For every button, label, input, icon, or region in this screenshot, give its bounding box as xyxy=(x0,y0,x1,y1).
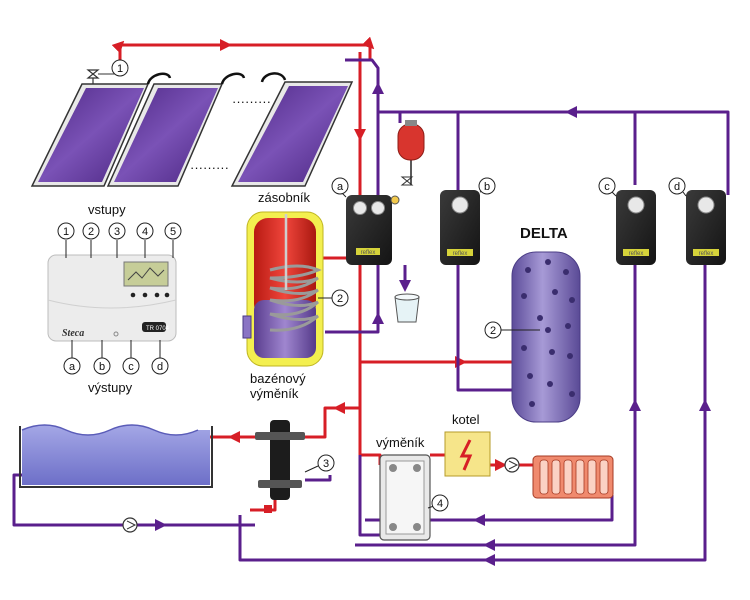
station-brand: reflex xyxy=(361,250,376,256)
controller: Steca TR 0704 1 2 3 4 5 vstupy xyxy=(47,202,182,395)
pool-sensor-marker: 3 xyxy=(323,458,329,470)
delta-label: DELTA xyxy=(520,225,568,242)
collector-marker: 1 xyxy=(111,59,129,77)
controller-button[interactable] xyxy=(164,292,170,298)
controller-button[interactable] xyxy=(154,292,160,298)
pool-exchanger-label-2: výměník xyxy=(250,386,299,401)
input-marker: 4 xyxy=(142,226,148,238)
controller-button[interactable] xyxy=(130,292,136,298)
output-marker: d xyxy=(157,361,163,373)
station-brand: reflex xyxy=(629,251,644,257)
delta-sensor-marker: 2 xyxy=(490,325,496,337)
solar-collector-array: ········· ········· xyxy=(30,69,354,187)
station-brand: reflex xyxy=(453,251,468,257)
controller-outputs: a b c d xyxy=(63,340,169,375)
collector-gap-dots: ········· xyxy=(190,160,229,175)
storage-label: zásobník xyxy=(258,190,311,205)
safety-valve-icon xyxy=(400,176,414,186)
exchanger-sensor-marker: 4 xyxy=(437,498,443,510)
inputs-label: vstupy xyxy=(88,202,126,217)
input-marker: 3 xyxy=(114,226,120,238)
storage-tank: zásobník 2 bazénový výměník xyxy=(242,190,349,401)
plate-exchanger: výměník 4 xyxy=(376,435,449,541)
pump-station-a: reflex a xyxy=(331,177,400,265)
pool-exchanger-label-1: bazénový xyxy=(250,371,306,386)
pump-station-d: reflex d xyxy=(668,177,726,265)
input-marker: 2 xyxy=(88,226,94,238)
expansion-vessel xyxy=(397,120,425,186)
solar-collector xyxy=(30,83,150,187)
collector-gap-dots: ········· xyxy=(232,94,271,109)
solar-collector xyxy=(106,83,224,187)
output-marker: a xyxy=(69,361,76,373)
input-marker: 1 xyxy=(63,226,69,238)
station-b-marker: b xyxy=(484,181,490,193)
station-brand: reflex xyxy=(699,251,714,257)
lightning-icon xyxy=(459,439,473,471)
pump-station-b: reflex b xyxy=(440,177,496,265)
output-marker: b xyxy=(99,361,105,373)
solar-collector xyxy=(230,81,354,187)
station-d-marker: d xyxy=(674,181,680,193)
outputs-label: výstupy xyxy=(88,380,133,395)
svg-text:1: 1 xyxy=(117,63,123,75)
vent-valve-icon xyxy=(86,69,100,79)
delta-tank: DELTA 2 xyxy=(484,225,581,423)
pool-pump-icon xyxy=(122,517,138,533)
output-marker: c xyxy=(128,361,134,373)
controller-display xyxy=(123,261,169,287)
swimming-pool xyxy=(19,424,213,488)
boiler: kotel xyxy=(444,412,491,477)
controller-model: TR 0704 xyxy=(146,326,170,332)
input-marker: 5 xyxy=(170,226,176,238)
pool-heat-exchanger: 3 xyxy=(255,420,335,513)
controller-button[interactable] xyxy=(142,292,148,298)
heating-pump-icon xyxy=(504,457,520,473)
drain-bucket xyxy=(394,293,420,323)
coil-marker: 2 xyxy=(337,293,343,305)
station-a-marker: a xyxy=(337,181,344,193)
exchanger-label: výměník xyxy=(376,435,425,450)
radiator xyxy=(532,455,614,499)
controller-brand: Steca xyxy=(62,328,84,339)
pump-station-c: reflex c xyxy=(598,177,656,265)
controller-inputs: 1 2 3 4 5 xyxy=(57,222,182,258)
station-c-marker: c xyxy=(604,181,610,193)
boiler-label: kotel xyxy=(452,412,480,427)
